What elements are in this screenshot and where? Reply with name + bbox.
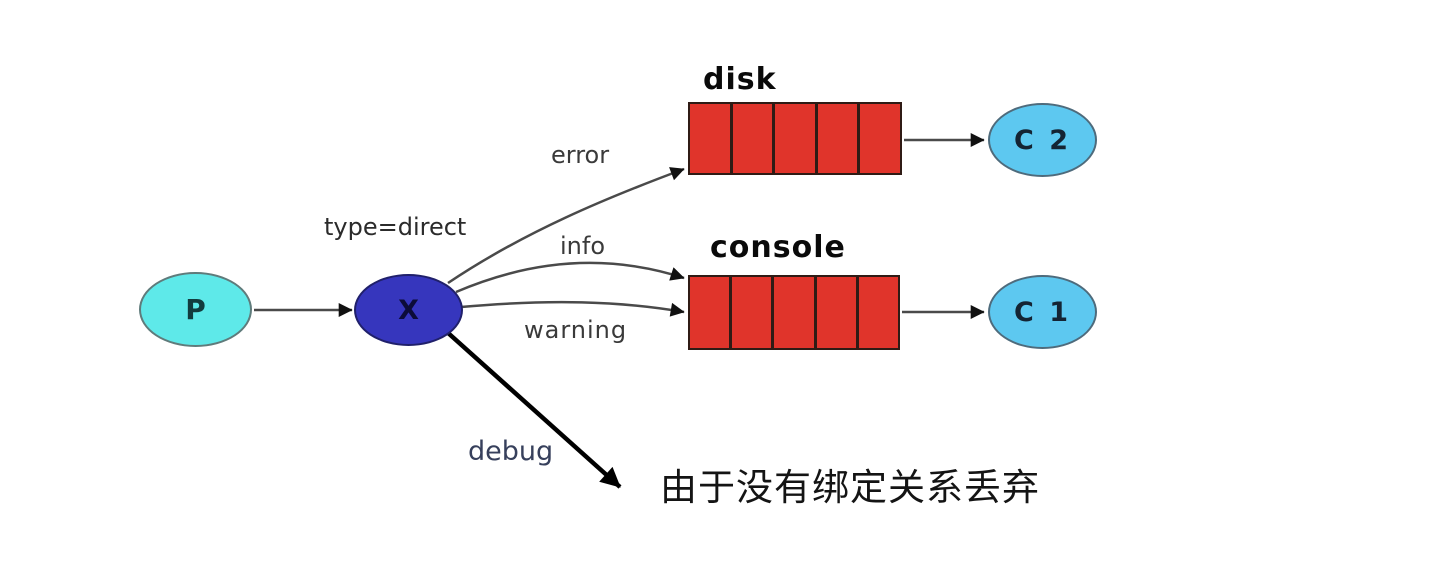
queue-segment [690,277,733,348]
exchange-type-label: type=direct [324,213,467,241]
node-consumer2-label: C 2 [1013,124,1071,156]
node-producer-label: P [185,293,206,326]
discard-annotation: 由于没有绑定关系丢弃 [660,466,1040,509]
routing-key-info-label: info [560,232,606,260]
queue-segment [860,104,900,173]
queue-disk [688,102,902,175]
queue-segment [818,104,861,173]
routing-key-debug-label: debug [468,436,554,467]
queue-console [688,275,900,350]
node-exchange-label: X [398,294,419,326]
routing-key-error-label: error [551,141,610,169]
edge-warning-to-console [460,300,685,317]
queue-segment [732,277,775,348]
queue-segment [774,277,817,348]
node-consumer1-label: C 1 [1013,296,1071,328]
queue-segment [859,277,898,348]
queue-disk-title: disk [703,62,777,97]
node-consumer1: C 1 [988,275,1097,349]
node-exchange: X [354,274,463,346]
queue-console-title: console [710,230,846,265]
queue-segment [733,104,776,173]
queue-segment [775,104,818,173]
edge-info-to-console [455,261,685,294]
node-producer: P [139,272,252,347]
node-consumer2: C 2 [988,103,1097,177]
edge-error-to-disk [447,167,685,285]
routing-key-warning-label: warning [524,316,628,344]
edge-debug-discard [445,330,622,489]
queue-segment [690,104,733,173]
queue-segment [817,277,859,348]
